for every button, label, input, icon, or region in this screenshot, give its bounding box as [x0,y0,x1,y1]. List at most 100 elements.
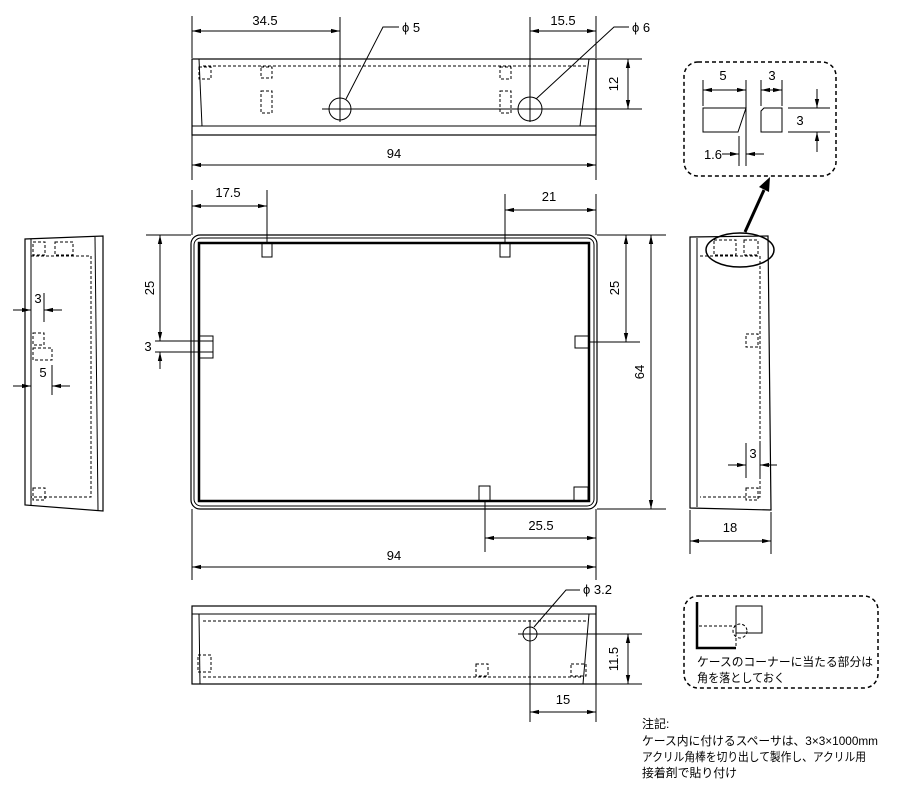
spacer-detail-box: 5 3 3 1.6 [683,61,837,177]
bottom-elevation-view: ϕ 3.2 11.5 15 [191,582,642,722]
dimension-3-right-view: 3 [728,443,777,478]
hidden-spacer [260,90,273,114]
hidden-spacer [743,239,759,256]
hidden-spacer [32,487,46,501]
dimension-label: 94 [387,146,401,161]
side-wall-line [94,236,99,511]
dimension-11-5: 11.5 [518,633,642,685]
dimension-25-5: 25.5 [484,501,597,580]
note-line-1: ケース内に付けるスペーサは、3×3×1000mm [642,734,878,748]
spacer-short-section [760,107,783,133]
corner-detail-box: ケースのコーナーに当たる部分は 角を落としておく [683,595,879,689]
dimension-label: 11.5 [606,647,621,671]
dimension-94-top: 94 [191,135,597,180]
hidden-spacer [745,333,759,348]
note-heading: 注記: [642,716,669,731]
detail-frame [683,61,837,177]
detail-callout-arrow-shaft [743,189,766,233]
dimension-label: 18 [723,520,737,535]
dimension-label: 3 [749,446,756,461]
dimension-label: 34.5 [252,13,277,28]
leader-line [533,589,580,628]
dimension-label: 17.5 [215,185,240,200]
side-wall-line-left [198,613,201,685]
dimension-label: 64 [632,365,647,379]
chamfer-marker-circle [732,623,748,639]
dimension-label: 5 [39,365,46,380]
corner-caption-line-1: ケースのコーナーに当たる部分は [697,654,873,669]
dimension-label-height: 3 [796,113,803,128]
case-inner-opening [197,241,591,503]
dimension-label: 25.5 [528,518,553,533]
side-wall-line-right [579,58,590,127]
case-side-outline [24,235,104,512]
spacer-bottom [478,485,491,502]
dimension-label: 12 [606,77,621,91]
dimension-17-5: 17.5 [191,185,268,243]
dimension-label: 3 [34,291,41,306]
hole-label: ϕ 6 [632,20,650,35]
note-line-2: アクリル角棒を切り出して製作し、アクリル用 [642,750,866,764]
dimension-label: 15 [556,692,570,707]
leader-line [345,26,399,100]
spacer-top-left [261,242,273,258]
dimension-label: 15.5 [550,13,575,28]
dimension-18: 18 [689,510,772,554]
spacer-right [574,335,590,349]
top-elevation-view: 34.5 15.5 ϕ 5 ϕ 6 12 94 [191,13,650,180]
hidden-spacer [32,241,46,256]
dimension-25-left: 25 [142,234,191,341]
hidden-spacer [570,663,587,677]
left-side-view: 3 5 [13,235,104,512]
corner-caption-line-2: 角を落としておく [697,671,785,685]
hole-label: ϕ 3.2 [583,582,612,597]
dimension-label-width-short: 3 [768,68,775,83]
dimension-label: 3 [144,339,151,354]
spacer-section [735,605,763,634]
dimension-label-chamfer: 1.6 [704,147,722,162]
hidden-spacer [54,241,74,256]
leader-phi6: ϕ 6 [535,20,650,100]
case-rim-outline [193,237,595,507]
plan-view: 17.5 21 25 3 25 64 [142,185,666,580]
leader-phi5: ϕ 5 [345,20,420,100]
hidden-spacer [745,487,759,501]
dimension-12: 12 [596,58,642,109]
dimension-25-right: 25 [590,234,666,343]
dimension-label: 25 [607,281,622,295]
hidden-spacer [499,66,512,80]
dimension-3-left: 3 [144,339,213,369]
hidden-spacer [32,332,45,346]
detail-frame [683,595,879,689]
dimension-15-5: 15.5 [530,13,597,58]
spacer-long-section [702,107,747,133]
dimension-label: 21 [542,189,556,204]
case-side-outline [689,235,772,511]
dimension-label: 25 [142,281,157,295]
hidden-inner-edge [31,255,92,498]
detail-callout-arrow-head [759,177,770,192]
hidden-spacer [475,663,489,677]
case-corner-wall [695,602,736,650]
hidden-spacer [499,90,512,114]
hidden-spacer [260,66,273,79]
dimension-5-left-view: 5 [13,365,70,395]
case-outer-outline [190,234,598,510]
detail-callout-ellipse [705,232,775,268]
dimension-label-width-long: 5 [719,68,726,83]
case-body-outline [191,605,597,685]
dimension-34-5: 34.5 [191,13,340,58]
hidden-spacer [713,239,737,256]
note-block: 注記: ケース内に付けるスペーサは、3×3×1000mm アクリル角棒を切り出し… [642,716,878,780]
leader-line [535,26,629,100]
dimension-94-plan: 94 [191,509,596,580]
hidden-spacer [198,66,212,80]
side-wall-line-right [582,613,590,685]
hidden-spacer [197,654,212,673]
hidden-spacer [32,347,53,361]
dimension-3-left-view: 3 [13,291,62,322]
note-line-3: 接着剤で貼り付け [642,765,737,780]
right-side-view: 3 18 [689,177,777,554]
side-wall-line-left [198,58,203,127]
